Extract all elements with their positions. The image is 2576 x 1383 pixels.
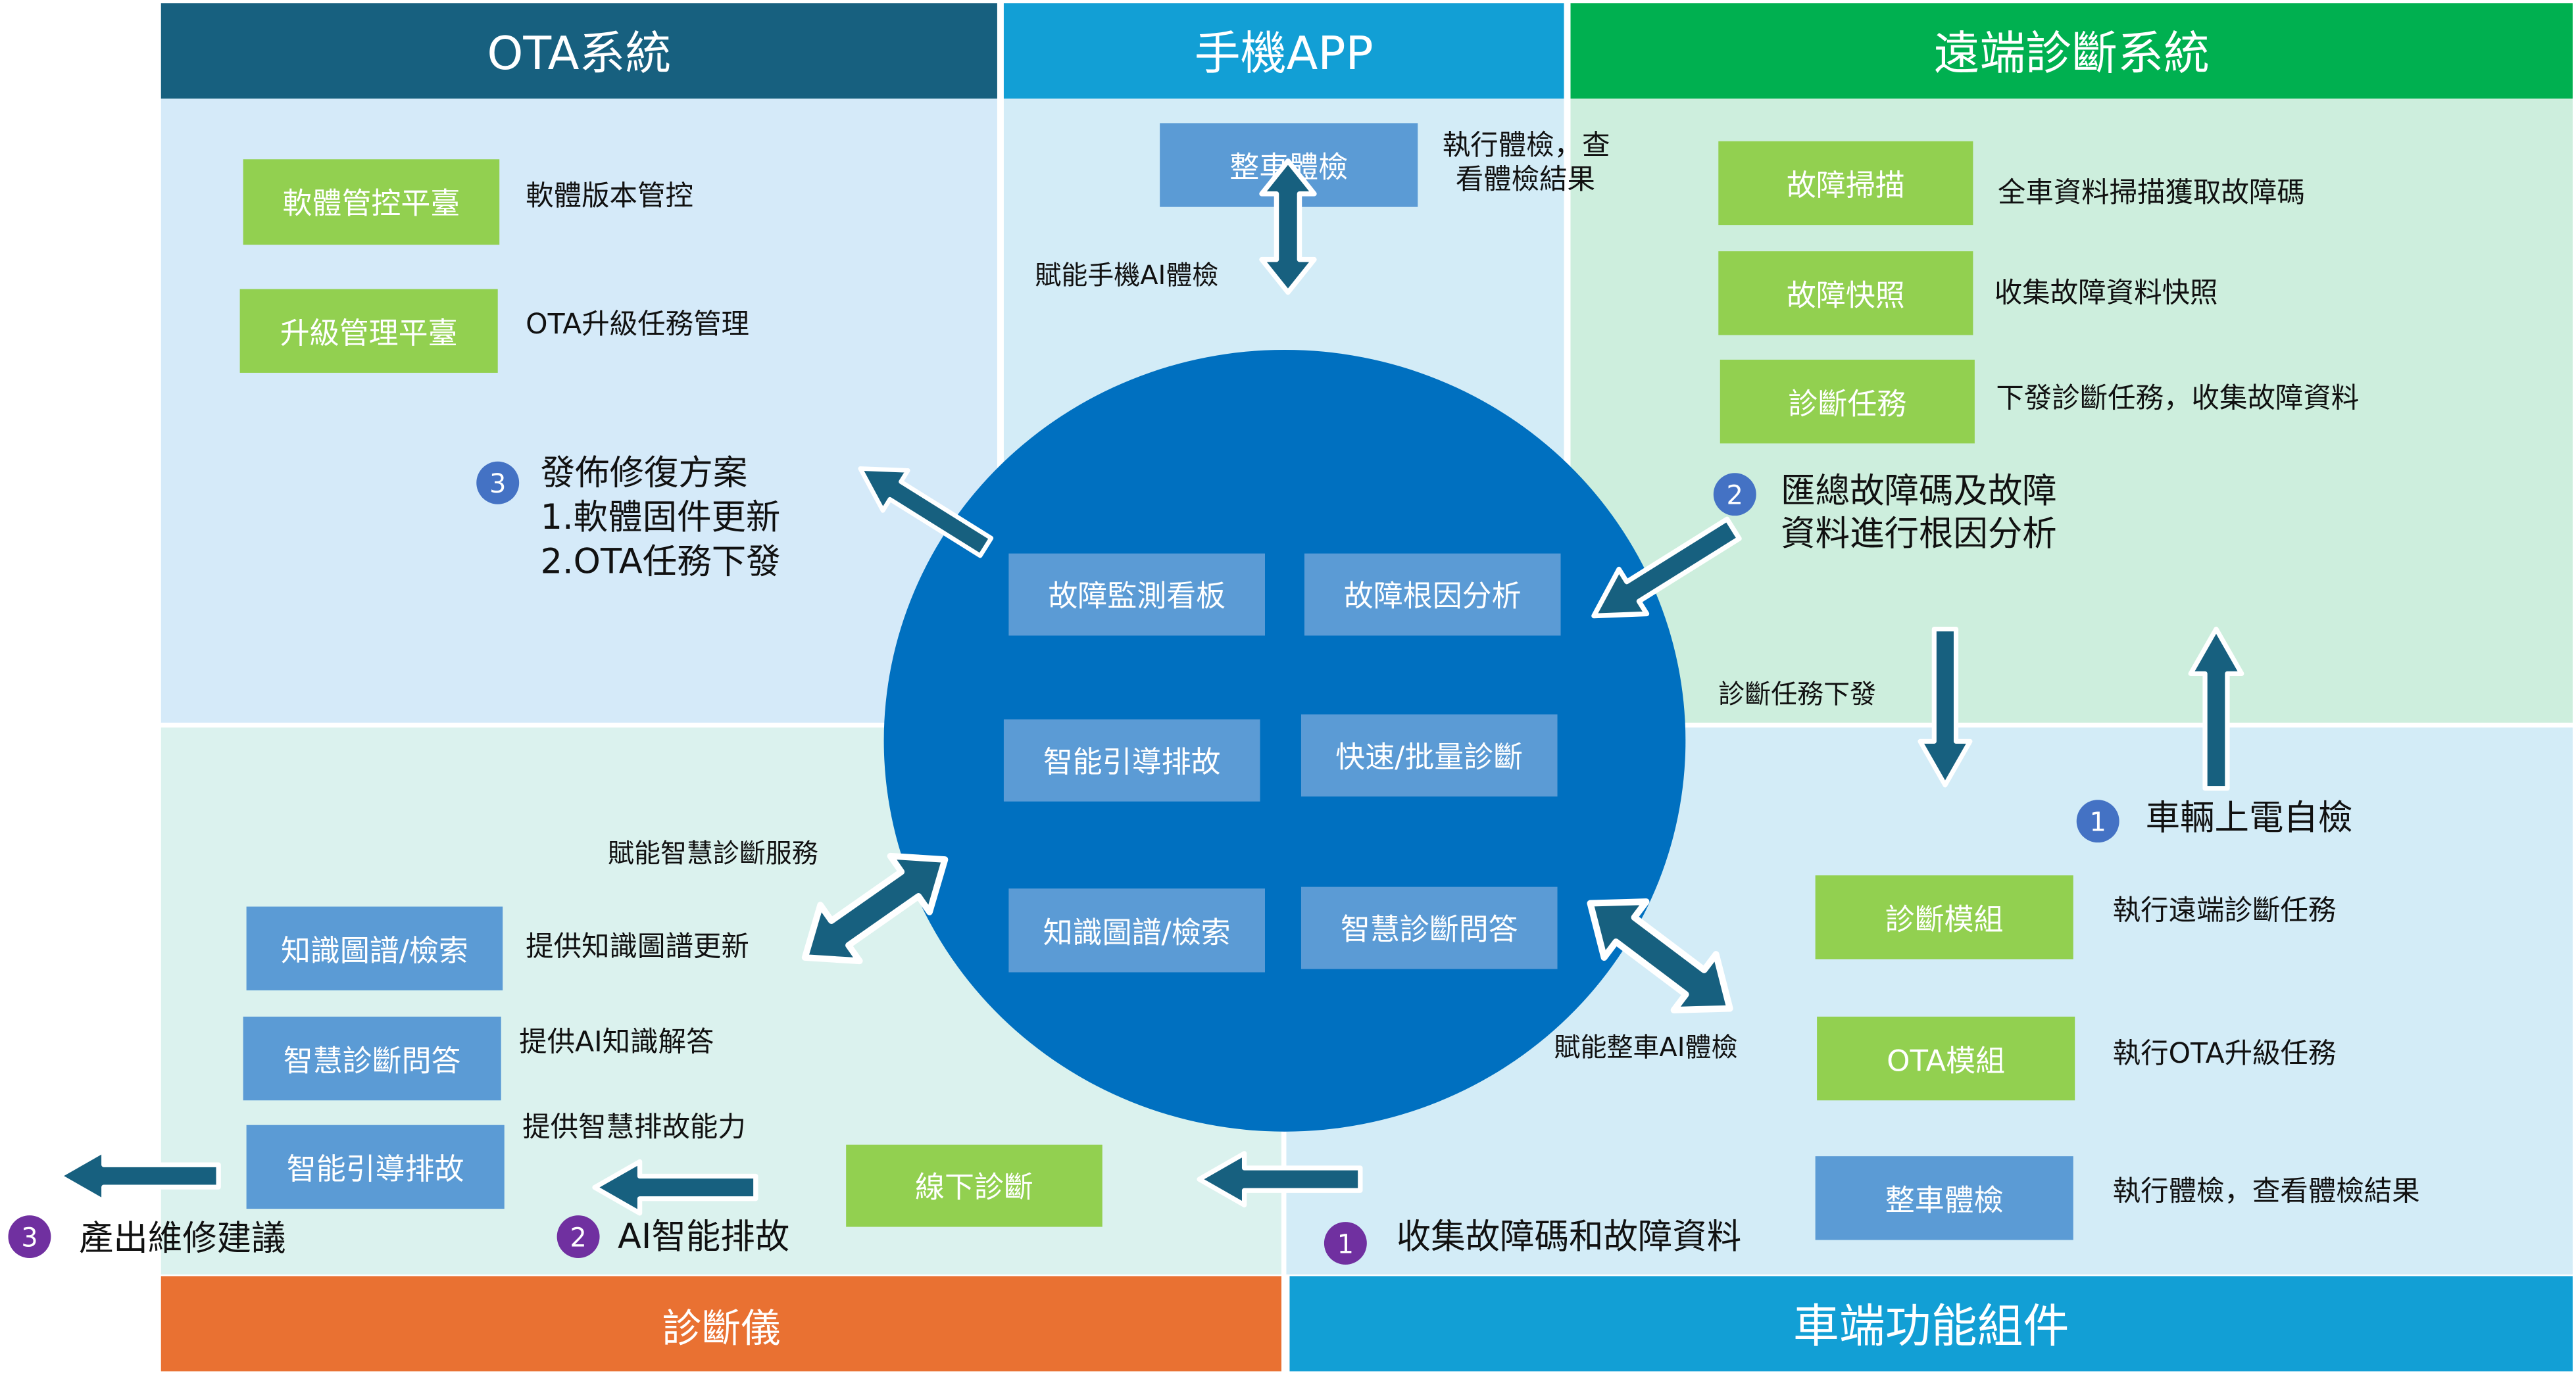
diag-item-desc: 提供AI知識解答 bbox=[519, 1026, 714, 1059]
ota-item-desc: 軟體版本管控 bbox=[526, 180, 693, 214]
step-number-badge: 1 bbox=[2076, 800, 2119, 843]
diag-item-desc: 提供知識圖譜更新 bbox=[526, 931, 749, 964]
double-arrow-icon bbox=[1570, 875, 1751, 1036]
center-item: 故障根因分析 bbox=[1304, 553, 1561, 636]
center-item: 故障監測看板 bbox=[1008, 553, 1265, 636]
vehicle-item-desc: 執行體檢，查看體檢結果 bbox=[2112, 1176, 2420, 1209]
offline-diag-box: 線下診斷 bbox=[846, 1144, 1102, 1227]
app-desc: 看體檢結果 bbox=[1455, 164, 1595, 197]
remote-item-desc: 全車資料掃描獲取故障碼 bbox=[1997, 177, 2305, 210]
ota-step-line: 1.軟體固件更新 bbox=[540, 497, 781, 537]
vehicle-item-desc: 執行OTA升級任務 bbox=[2112, 1038, 2337, 1071]
diag-item-box: 知識圖譜/檢索 bbox=[246, 906, 503, 990]
remote-item-box: 故障掃描 bbox=[1718, 141, 1973, 226]
remote-header: 遠端診斷系統 bbox=[1570, 3, 2573, 99]
remote-step-line: 匯總故障碼及故障 bbox=[1781, 471, 2057, 511]
remote-item-desc: 下發診斷任務，收集故障資料 bbox=[1996, 382, 2360, 416]
arrow-icon bbox=[1199, 1153, 1360, 1205]
remote-arrow-label: 診斷任務下發 bbox=[1718, 678, 1877, 710]
remote-item-desc: 收集故障資料快照 bbox=[1994, 278, 2218, 311]
remote-item-box: 故障快照 bbox=[1718, 251, 1973, 335]
arrow-icon bbox=[1920, 629, 1970, 785]
vehicle-item-box: OTA模組 bbox=[1817, 1016, 2075, 1101]
center-item: 智能引導排故 bbox=[1003, 719, 1260, 802]
app-desc: 執行體檢，查 bbox=[1442, 130, 1610, 163]
vehicle-item-box: 整車體檢 bbox=[1815, 1156, 2073, 1240]
arrow-icon bbox=[595, 1161, 756, 1213]
center-item: 快速/批量診斷 bbox=[1300, 714, 1558, 797]
diag-item-desc: 提供智慧排故能力 bbox=[522, 1111, 746, 1145]
app-header: 手機APP bbox=[1003, 3, 1564, 99]
vehicle-arrow-label: 賦能整車AI體檢 bbox=[1554, 1031, 1738, 1063]
step-number-badge: 3 bbox=[476, 461, 520, 504]
step-number-badge: 3 bbox=[8, 1215, 51, 1259]
vehicle-item-box: 診斷模組 bbox=[1815, 875, 2073, 959]
ota-item-box: 升級管理平臺 bbox=[239, 289, 498, 373]
diag-step2-text: AI智能排故 bbox=[618, 1217, 790, 1257]
ota-step-line: 2.OTA任務下發 bbox=[540, 542, 781, 582]
ota-item-desc: OTA升級任務管理 bbox=[526, 308, 750, 342]
diag-tool-footer: 診斷儀 bbox=[161, 1276, 1281, 1372]
arrow-icon bbox=[1580, 506, 1747, 638]
center-item: 智慧診斷問答 bbox=[1300, 886, 1558, 969]
vehicle-item-desc: 執行遠端診斷任務 bbox=[2112, 895, 2337, 929]
diag-item-box: 智慧診斷問答 bbox=[243, 1016, 501, 1101]
arrow-icon bbox=[2191, 629, 2242, 789]
center-item: 知識圖譜/檢索 bbox=[1008, 888, 1265, 973]
vehicle-footer: 車端功能組件 bbox=[1289, 1276, 2573, 1372]
ota-step-title: 發佈修復方案 bbox=[540, 453, 748, 493]
vehicle-step1-top: 車輛上電自檢 bbox=[2145, 798, 2353, 838]
diag-arrow-label: 賦能智慧診斷服務 bbox=[608, 837, 818, 869]
double-arrow-icon bbox=[785, 831, 964, 985]
ota-item-box: 軟體管控平臺 bbox=[243, 159, 500, 245]
remote-item-box: 診斷任務 bbox=[1720, 359, 1975, 444]
diag-step3-text: 產出維修建議 bbox=[78, 1219, 286, 1259]
arrow-icon bbox=[848, 449, 999, 567]
step-number-badge: 2 bbox=[1713, 473, 1756, 516]
double-arrow-icon bbox=[1262, 161, 1314, 293]
app-arrow-label: 賦能手機AI體檢 bbox=[1035, 259, 1219, 291]
arrow-icon bbox=[59, 1150, 218, 1201]
step-number-badge: 1 bbox=[1324, 1222, 1367, 1265]
diag-item-box: 智能引導排故 bbox=[246, 1125, 505, 1209]
vehicle-step1-bottom: 收集故障碼和故障資料 bbox=[1396, 1217, 1742, 1257]
remote-step-line: 資料進行根因分析 bbox=[1781, 514, 2057, 554]
ota-header: OTA系統 bbox=[161, 3, 997, 99]
step-number-badge: 2 bbox=[557, 1215, 600, 1259]
